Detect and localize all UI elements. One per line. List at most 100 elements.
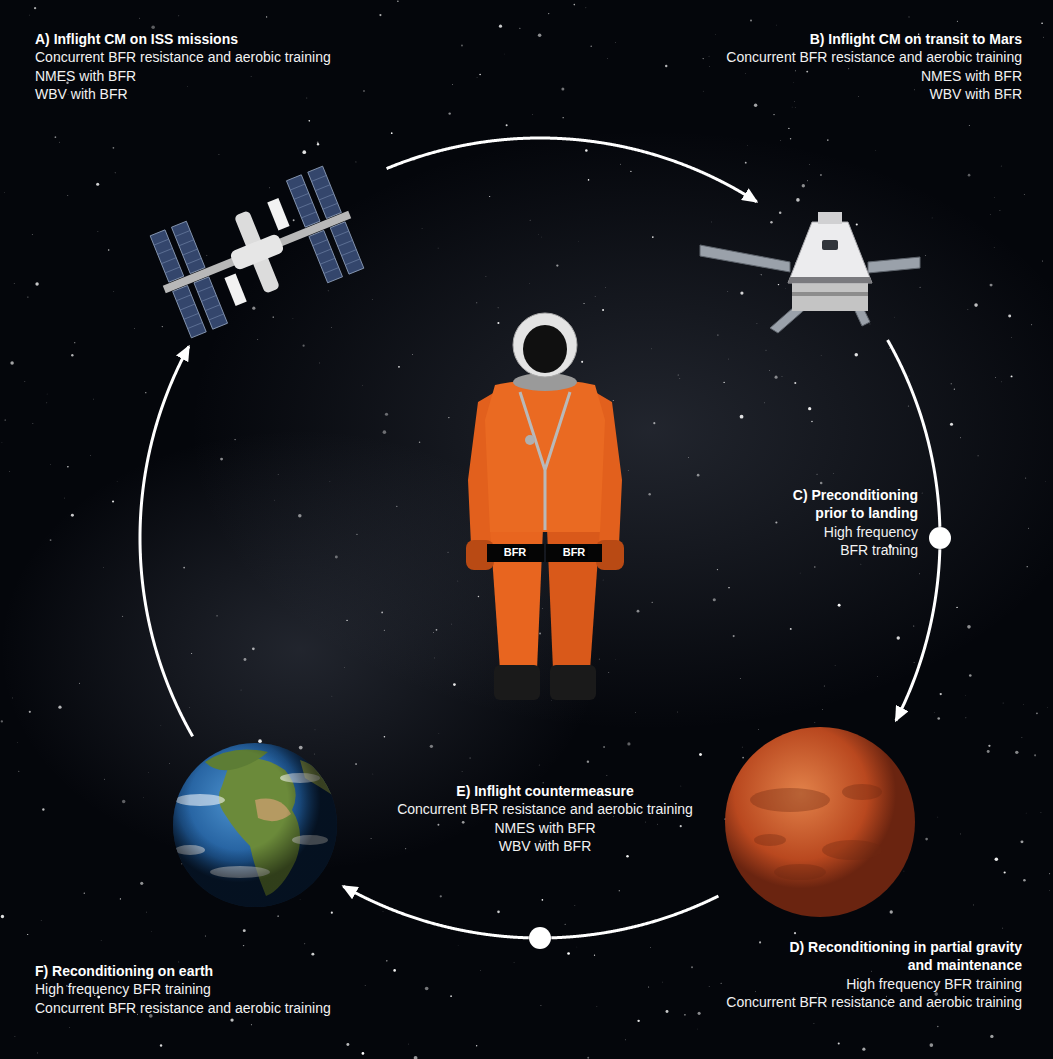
star <box>84 893 85 894</box>
star <box>27 296 28 297</box>
crew-module <box>788 222 872 283</box>
star <box>93 398 95 400</box>
star <box>243 945 244 946</box>
star <box>218 153 220 155</box>
star <box>433 632 435 634</box>
star <box>779 211 782 214</box>
star <box>937 816 939 818</box>
star <box>35 282 38 285</box>
star <box>1023 879 1026 882</box>
star <box>476 1045 477 1046</box>
star <box>169 763 171 765</box>
iss-node: A) Inflight CM on ISS missionsConcurrent… <box>140 165 380 340</box>
line-shape <box>290 184 305 190</box>
star <box>542 899 544 901</box>
star <box>1001 381 1003 383</box>
star <box>677 374 679 376</box>
star <box>615 42 617 44</box>
star <box>440 895 442 897</box>
star <box>538 764 540 766</box>
star <box>759 274 761 276</box>
star <box>299 899 301 901</box>
star <box>411 354 413 356</box>
countermeasure-text: Concurrent BFR resistance and aerobic tr… <box>397 800 693 818</box>
star <box>504 53 506 55</box>
star <box>813 1022 815 1024</box>
star <box>817 474 818 475</box>
star <box>479 74 480 75</box>
star <box>620 164 621 165</box>
star <box>452 84 454 86</box>
star <box>64 497 66 499</box>
star <box>969 674 972 677</box>
star <box>954 389 955 390</box>
text-group: A) Inflight CM on ISS missionsConcurrent… <box>35 30 331 104</box>
star <box>790 138 791 139</box>
star <box>759 941 761 943</box>
star <box>37 1052 39 1054</box>
visor <box>523 325 567 373</box>
star <box>765 349 767 351</box>
star <box>967 625 971 629</box>
star <box>652 602 653 603</box>
star <box>372 773 374 775</box>
line-shape <box>176 295 191 301</box>
star <box>243 929 246 932</box>
star <box>651 348 653 350</box>
cycle-arrow <box>140 347 193 737</box>
star <box>476 77 478 79</box>
star <box>384 736 386 738</box>
stage-heading: B) Inflight CM on transit to Mars <box>810 30 1022 48</box>
star <box>585 149 588 152</box>
star <box>146 911 148 913</box>
countermeasure-text: NMES with BFR <box>921 67 1022 85</box>
star <box>183 567 185 569</box>
star <box>989 214 991 216</box>
star <box>838 604 841 607</box>
iss-illustration <box>144 164 371 341</box>
star <box>856 223 858 225</box>
star <box>436 629 438 631</box>
line-shape <box>201 295 216 301</box>
line-shape <box>312 175 327 181</box>
star <box>978 455 979 456</box>
star <box>408 1043 410 1045</box>
star <box>699 753 702 756</box>
star <box>68 1027 70 1029</box>
star <box>327 290 329 292</box>
star <box>1043 36 1045 38</box>
star <box>594 955 595 956</box>
star <box>988 745 990 747</box>
star <box>540 236 542 238</box>
star <box>96 183 99 186</box>
mars-illustration <box>725 727 915 917</box>
star <box>999 210 1001 212</box>
star <box>903 870 905 872</box>
star <box>773 114 774 115</box>
star <box>742 757 744 759</box>
mars-terrain <box>842 784 882 800</box>
star <box>862 1048 865 1051</box>
line-shape <box>301 212 316 218</box>
text-group: D) Reconditioning in partial gravity and… <box>726 938 1022 1012</box>
line-shape <box>294 193 309 199</box>
stage-heading: A) Inflight CM on ISS missions <box>35 30 238 48</box>
line-shape <box>179 240 194 246</box>
star <box>438 732 440 734</box>
line-shape <box>198 286 213 292</box>
star <box>956 607 957 608</box>
star <box>648 987 649 988</box>
star <box>244 658 247 661</box>
star <box>968 124 970 126</box>
star <box>371 298 373 300</box>
star <box>775 376 778 379</box>
mars-terrain <box>774 864 826 880</box>
star <box>273 316 274 317</box>
star <box>1034 754 1036 756</box>
star <box>619 890 620 891</box>
star <box>587 760 589 762</box>
star <box>755 991 757 993</box>
star <box>230 1018 233 1021</box>
star <box>581 361 583 363</box>
